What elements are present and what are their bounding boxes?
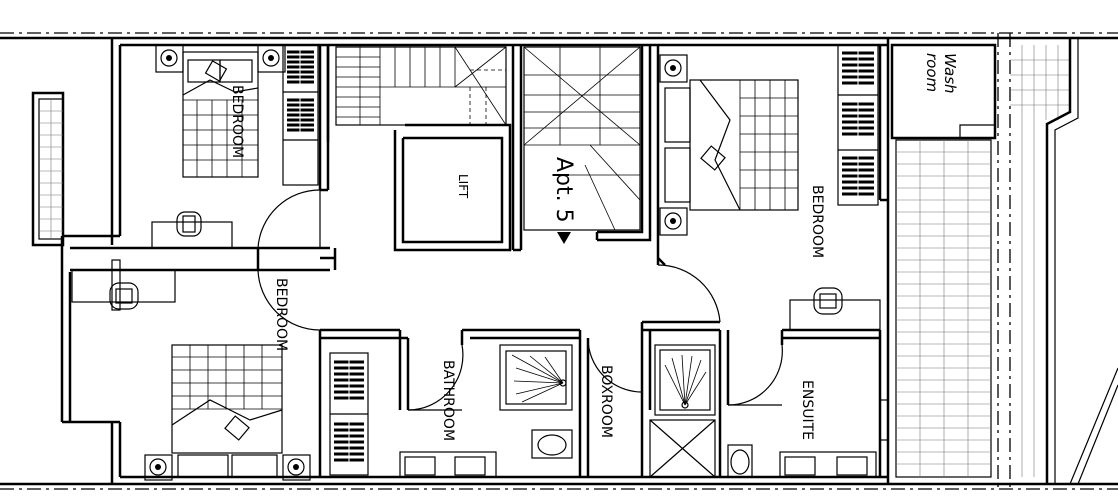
boundary-lines [0, 32, 1118, 490]
desk-mid-left [71, 269, 176, 310]
wash-room: Wash room [890, 43, 997, 140]
wash-room-label: Wash [941, 53, 959, 94]
boxroom-label: BOXROOM [598, 365, 614, 438]
desk-right [789, 287, 881, 331]
doors [257, 189, 783, 411]
bed-mid-left [171, 344, 283, 478]
outer-walls [0, 36, 1118, 486]
desk-top-left [151, 211, 233, 249]
bed-top-left [182, 51, 259, 178]
bedroom-mid-left-label: BEDROOM [273, 278, 289, 351]
bedroom-right-label: BEDROOM [809, 185, 825, 258]
bedroom-top-left-label: BEDROOM [229, 85, 245, 158]
bed-right [664, 79, 799, 211]
left-balcony [31, 91, 65, 247]
lift: LIFT [456, 174, 470, 199]
stairs-right [523, 46, 641, 244]
ensuite-label: ENSUITE [799, 380, 815, 440]
wardrobe-top-left [282, 44, 319, 186]
bathroom-label: BATHROOM [440, 360, 456, 441]
window-marks [111, 259, 889, 441]
interior-walls [70, 45, 888, 477]
wash-room-label-2: room [923, 53, 941, 92]
nightstand-top-left [155, 44, 286, 73]
wardrobe-mid-left [329, 352, 369, 476]
apartment-label: Apt. 5 [551, 157, 576, 223]
lift-label: LIFT [456, 174, 470, 199]
nightstand-right [659, 54, 688, 236]
nightstand-mid-left [144, 454, 311, 481]
stairs-left [335, 46, 507, 126]
bathroom-fixtures [399, 344, 573, 478]
right-terrace [895, 38, 1118, 485]
ensuite-fixtures [649, 344, 877, 478]
wardrobe-right [837, 44, 879, 206]
